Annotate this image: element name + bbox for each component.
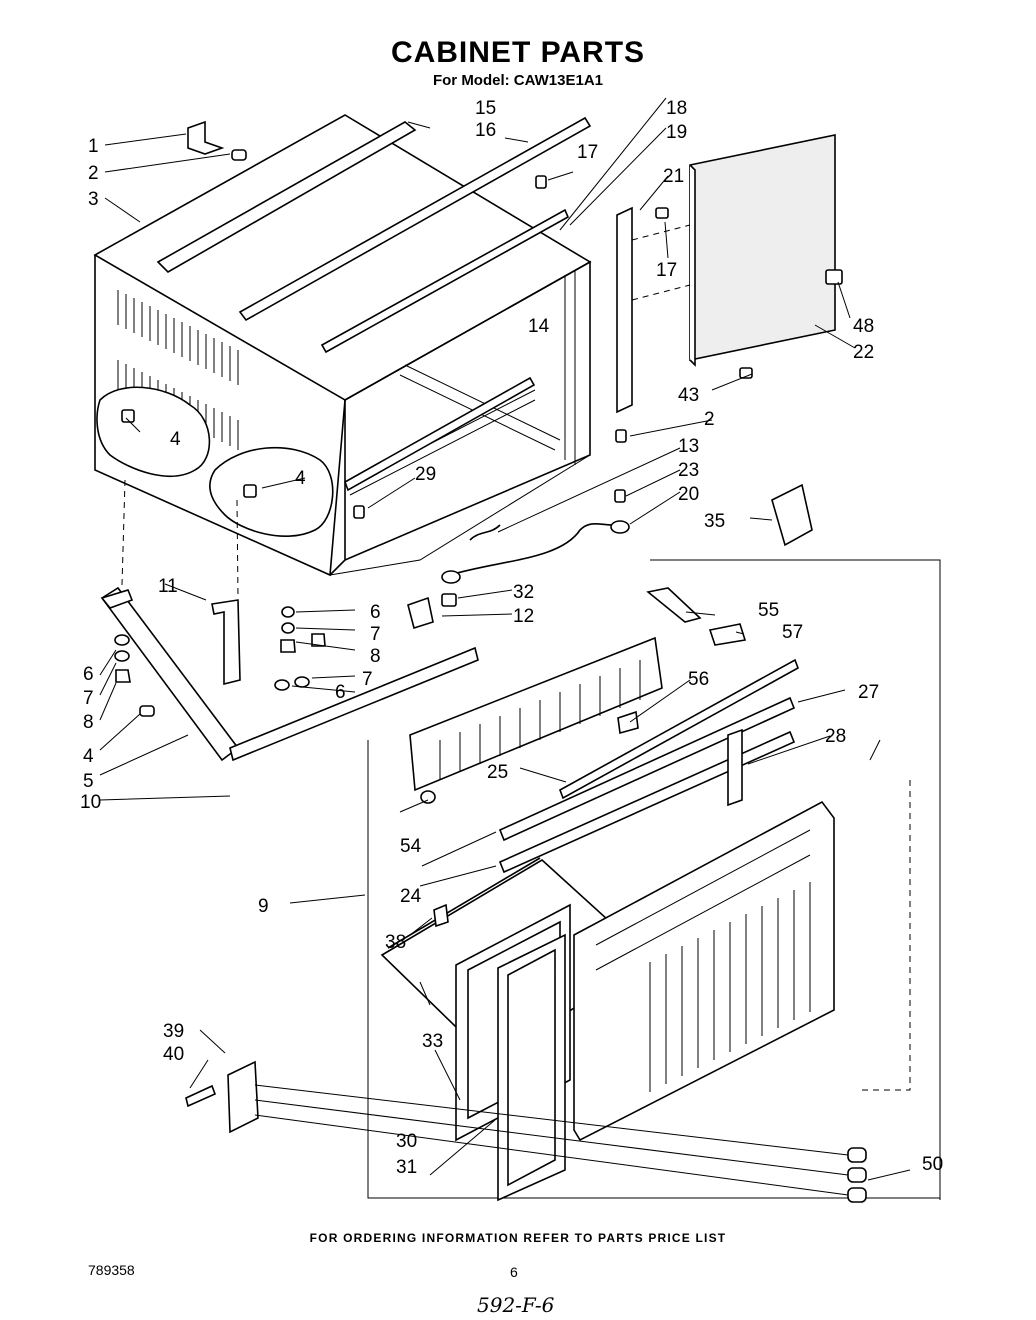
callout-label: 8	[83, 712, 94, 733]
callout-label: 56	[688, 669, 709, 690]
callout-label: 17	[577, 142, 598, 163]
callout-label: 43	[678, 385, 699, 406]
callout-label: 24	[400, 886, 422, 907]
cabinet-shell	[93, 114, 592, 577]
callout-label: 55	[758, 600, 779, 621]
callout-label: 2	[704, 409, 715, 430]
front-grille-assembly	[185, 559, 941, 1203]
callout-label: 57	[782, 622, 803, 643]
callout-label: 29	[415, 464, 436, 485]
callout-label: 50	[922, 1154, 943, 1175]
callout-label: 25	[487, 762, 508, 783]
callout-label: 23	[678, 460, 699, 481]
callout-label: 17	[656, 260, 677, 281]
callout-label: 4	[170, 429, 181, 450]
callout-label: 4	[295, 468, 306, 489]
document-number: 789358	[88, 1262, 135, 1278]
side-strip	[616, 206, 633, 414]
callout-label: 19	[666, 122, 687, 143]
callout-label: 7	[362, 669, 373, 690]
callout-label: 22	[853, 342, 874, 363]
callout-label: 6	[370, 602, 381, 623]
callout-label: 18	[666, 98, 687, 119]
small-hardware	[121, 120, 843, 630]
callout-label: 20	[678, 484, 699, 505]
callout-label: 31	[396, 1157, 417, 1178]
callout-label: 39	[163, 1021, 184, 1042]
callout-label: 28	[825, 726, 846, 747]
callout-label: 12	[513, 606, 534, 627]
ordering-note: FOR ORDERING INFORMATION REFER TO PARTS …	[309, 1231, 727, 1245]
callout-label: 21	[663, 166, 684, 187]
callout-label: 14	[528, 316, 550, 337]
page-title: CABINET PARTS	[390, 36, 646, 69]
callout-label: 15	[475, 98, 496, 119]
callout-label: 8	[370, 646, 381, 667]
leader-arrows	[99, 97, 911, 1181]
speckled-panel	[689, 134, 836, 367]
callout-label: 30	[396, 1131, 417, 1152]
callout-label: 3	[88, 189, 99, 210]
callout-label: 27	[858, 682, 879, 703]
callout-label: 4	[83, 746, 94, 767]
page-number: 6	[510, 1264, 518, 1280]
callout-label: 35	[704, 511, 725, 532]
callout-label: 11	[158, 576, 178, 597]
callout-label: 54	[400, 836, 422, 857]
callout-label: 13	[678, 436, 699, 457]
callout-label: 6	[335, 682, 346, 703]
callout-label: 38	[385, 932, 406, 953]
callout-label: 2	[88, 163, 99, 184]
handwritten-note: 592-F-6	[477, 1293, 555, 1317]
callout-labels: 1 2 3 4 4 4 5 6 7 8 6 7 8 7 6 4 8 9 10 1…	[80, 98, 943, 1178]
callout-label: 32	[513, 582, 534, 603]
top-rails	[156, 116, 592, 492]
callout-label: 40	[163, 1044, 184, 1065]
left-mount-brackets	[100, 479, 479, 762]
callout-label: 9	[258, 896, 269, 917]
callout-label: 48	[853, 316, 874, 337]
callout-label: 5	[83, 771, 94, 792]
callout-label: 7	[370, 624, 381, 645]
callout-label: 16	[475, 120, 496, 141]
callout-label: 33	[422, 1031, 443, 1052]
callout-label: 1	[88, 136, 99, 157]
callout-label: 10	[80, 792, 101, 813]
callout-label: 6	[83, 664, 94, 685]
callout-label: 7	[83, 688, 94, 709]
model-subtitle: For Model: CAW13E1A1	[432, 72, 604, 89]
